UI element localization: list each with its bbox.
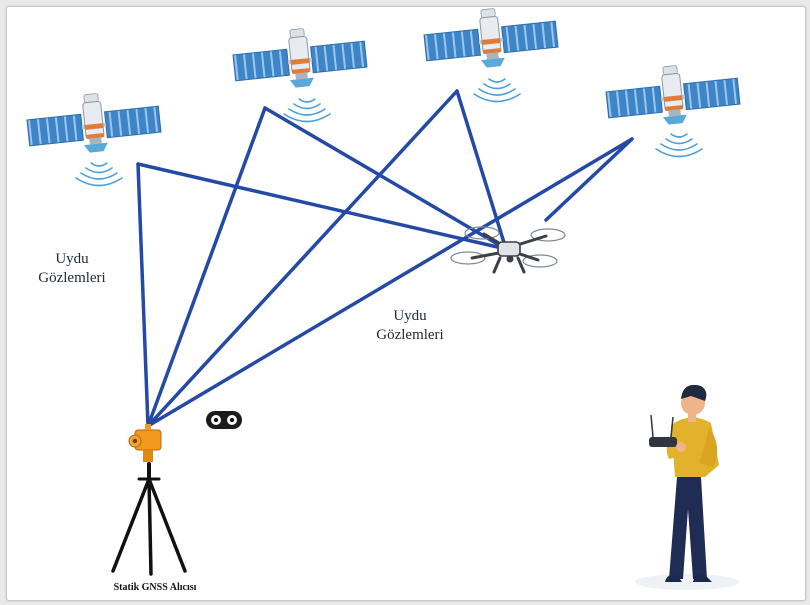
binoculars-icon xyxy=(206,411,242,429)
label-line: Gözlemleri xyxy=(376,327,444,343)
satellite-observations-label-center: Uydu Gözlemleri xyxy=(365,307,455,345)
label-line: Uydu xyxy=(393,308,427,324)
signal-lines xyxy=(136,89,634,428)
drone-icon xyxy=(450,226,566,274)
satellite-icon xyxy=(421,7,560,75)
remote-controller-icon xyxy=(649,414,677,447)
signal-waves-icon xyxy=(283,98,331,123)
label-line: Gözlemleri xyxy=(38,270,106,286)
satellite-icon xyxy=(24,86,163,160)
diagram-canvas xyxy=(24,7,742,590)
satellite-icon xyxy=(230,21,369,95)
tripod-icon xyxy=(111,462,187,576)
figure-frame: Uydu Gözlemleri Uydu Gözlemleri Statik G… xyxy=(6,6,806,601)
satellite-icon xyxy=(603,58,742,132)
gnss-receiver-icon xyxy=(128,424,162,462)
operator-icon xyxy=(635,384,739,590)
signal-waves-icon xyxy=(75,162,123,187)
receiver-caption: Statik GNSS Alıcısı xyxy=(113,582,197,593)
satellite-observations-label-left: Uydu Gözlemleri xyxy=(27,250,117,288)
signal-waves-icon xyxy=(655,133,703,158)
signal-waves-icon xyxy=(473,78,521,103)
label-line: Uydu xyxy=(55,251,89,267)
